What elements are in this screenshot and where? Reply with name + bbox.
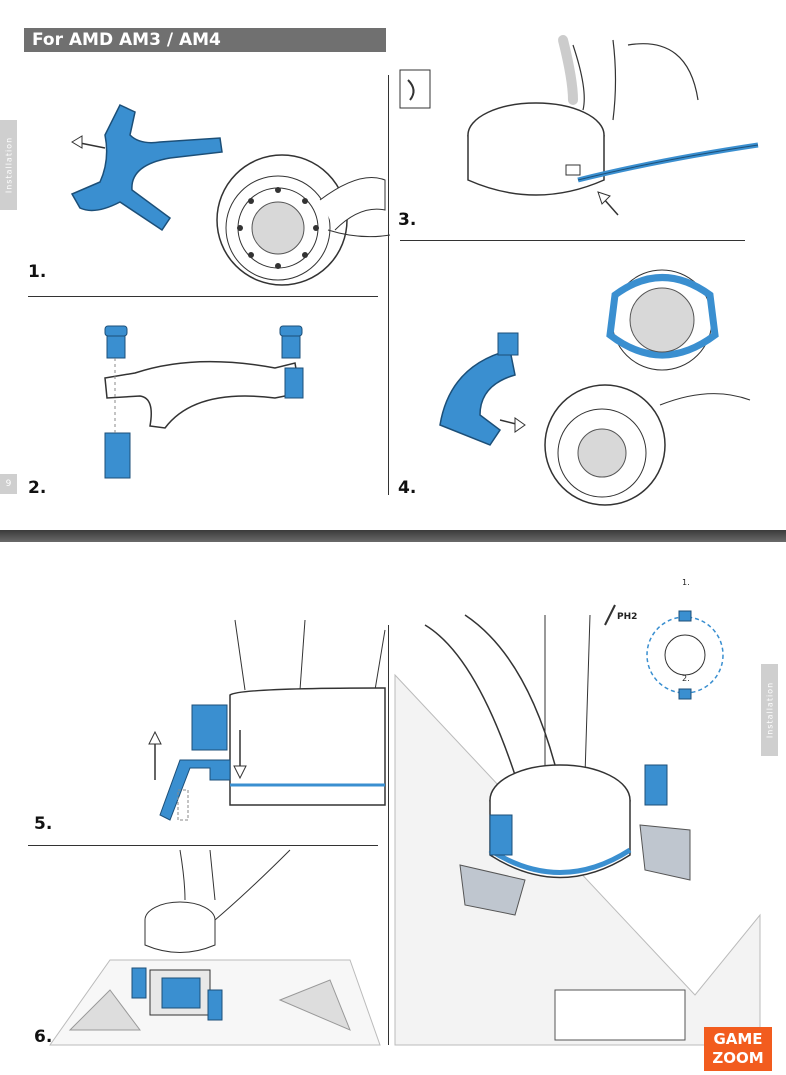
step2-illustration	[104, 325, 304, 479]
page-number: 9	[0, 474, 17, 494]
step7-illustration	[394, 604, 761, 1046]
side-tab-left-label: Installation	[4, 136, 13, 194]
divider-step5-6	[28, 845, 378, 846]
step-5-label: 5.	[34, 814, 53, 834]
side-tab-left: Installation	[0, 120, 17, 210]
step-4-label: 4.	[398, 478, 417, 498]
tool-label: PH2	[617, 612, 638, 622]
side-tab-right-label: Installation	[765, 681, 774, 739]
step3-illustration	[399, 35, 759, 216]
step6-illustration	[49, 849, 381, 1046]
step-2-label: 2.	[28, 478, 47, 498]
brand-logo: GAME ZOOM	[704, 1027, 772, 1071]
divider-step1-2	[28, 296, 378, 297]
step-6-label: 6.	[34, 1027, 53, 1047]
step1-illustration	[70, 104, 391, 286]
sequence-second: 2.	[682, 674, 690, 683]
divider-top-vertical	[388, 75, 389, 495]
divider-bottom-vertical	[388, 625, 389, 1045]
divider-step3-4	[400, 240, 745, 241]
sequence-first: 1.	[682, 578, 690, 587]
step-1-label: 1.	[28, 262, 47, 282]
brand-line2: ZOOM	[712, 1049, 764, 1067]
step-3-label: 3.	[398, 210, 417, 230]
brand-line1: GAME	[713, 1030, 763, 1048]
section-header: For AMD AM3 / AM4	[24, 28, 386, 52]
step4-illustration	[439, 269, 751, 506]
side-tab-right: Installation	[761, 664, 778, 756]
section-band	[0, 530, 786, 542]
step5-illustration	[148, 619, 386, 821]
